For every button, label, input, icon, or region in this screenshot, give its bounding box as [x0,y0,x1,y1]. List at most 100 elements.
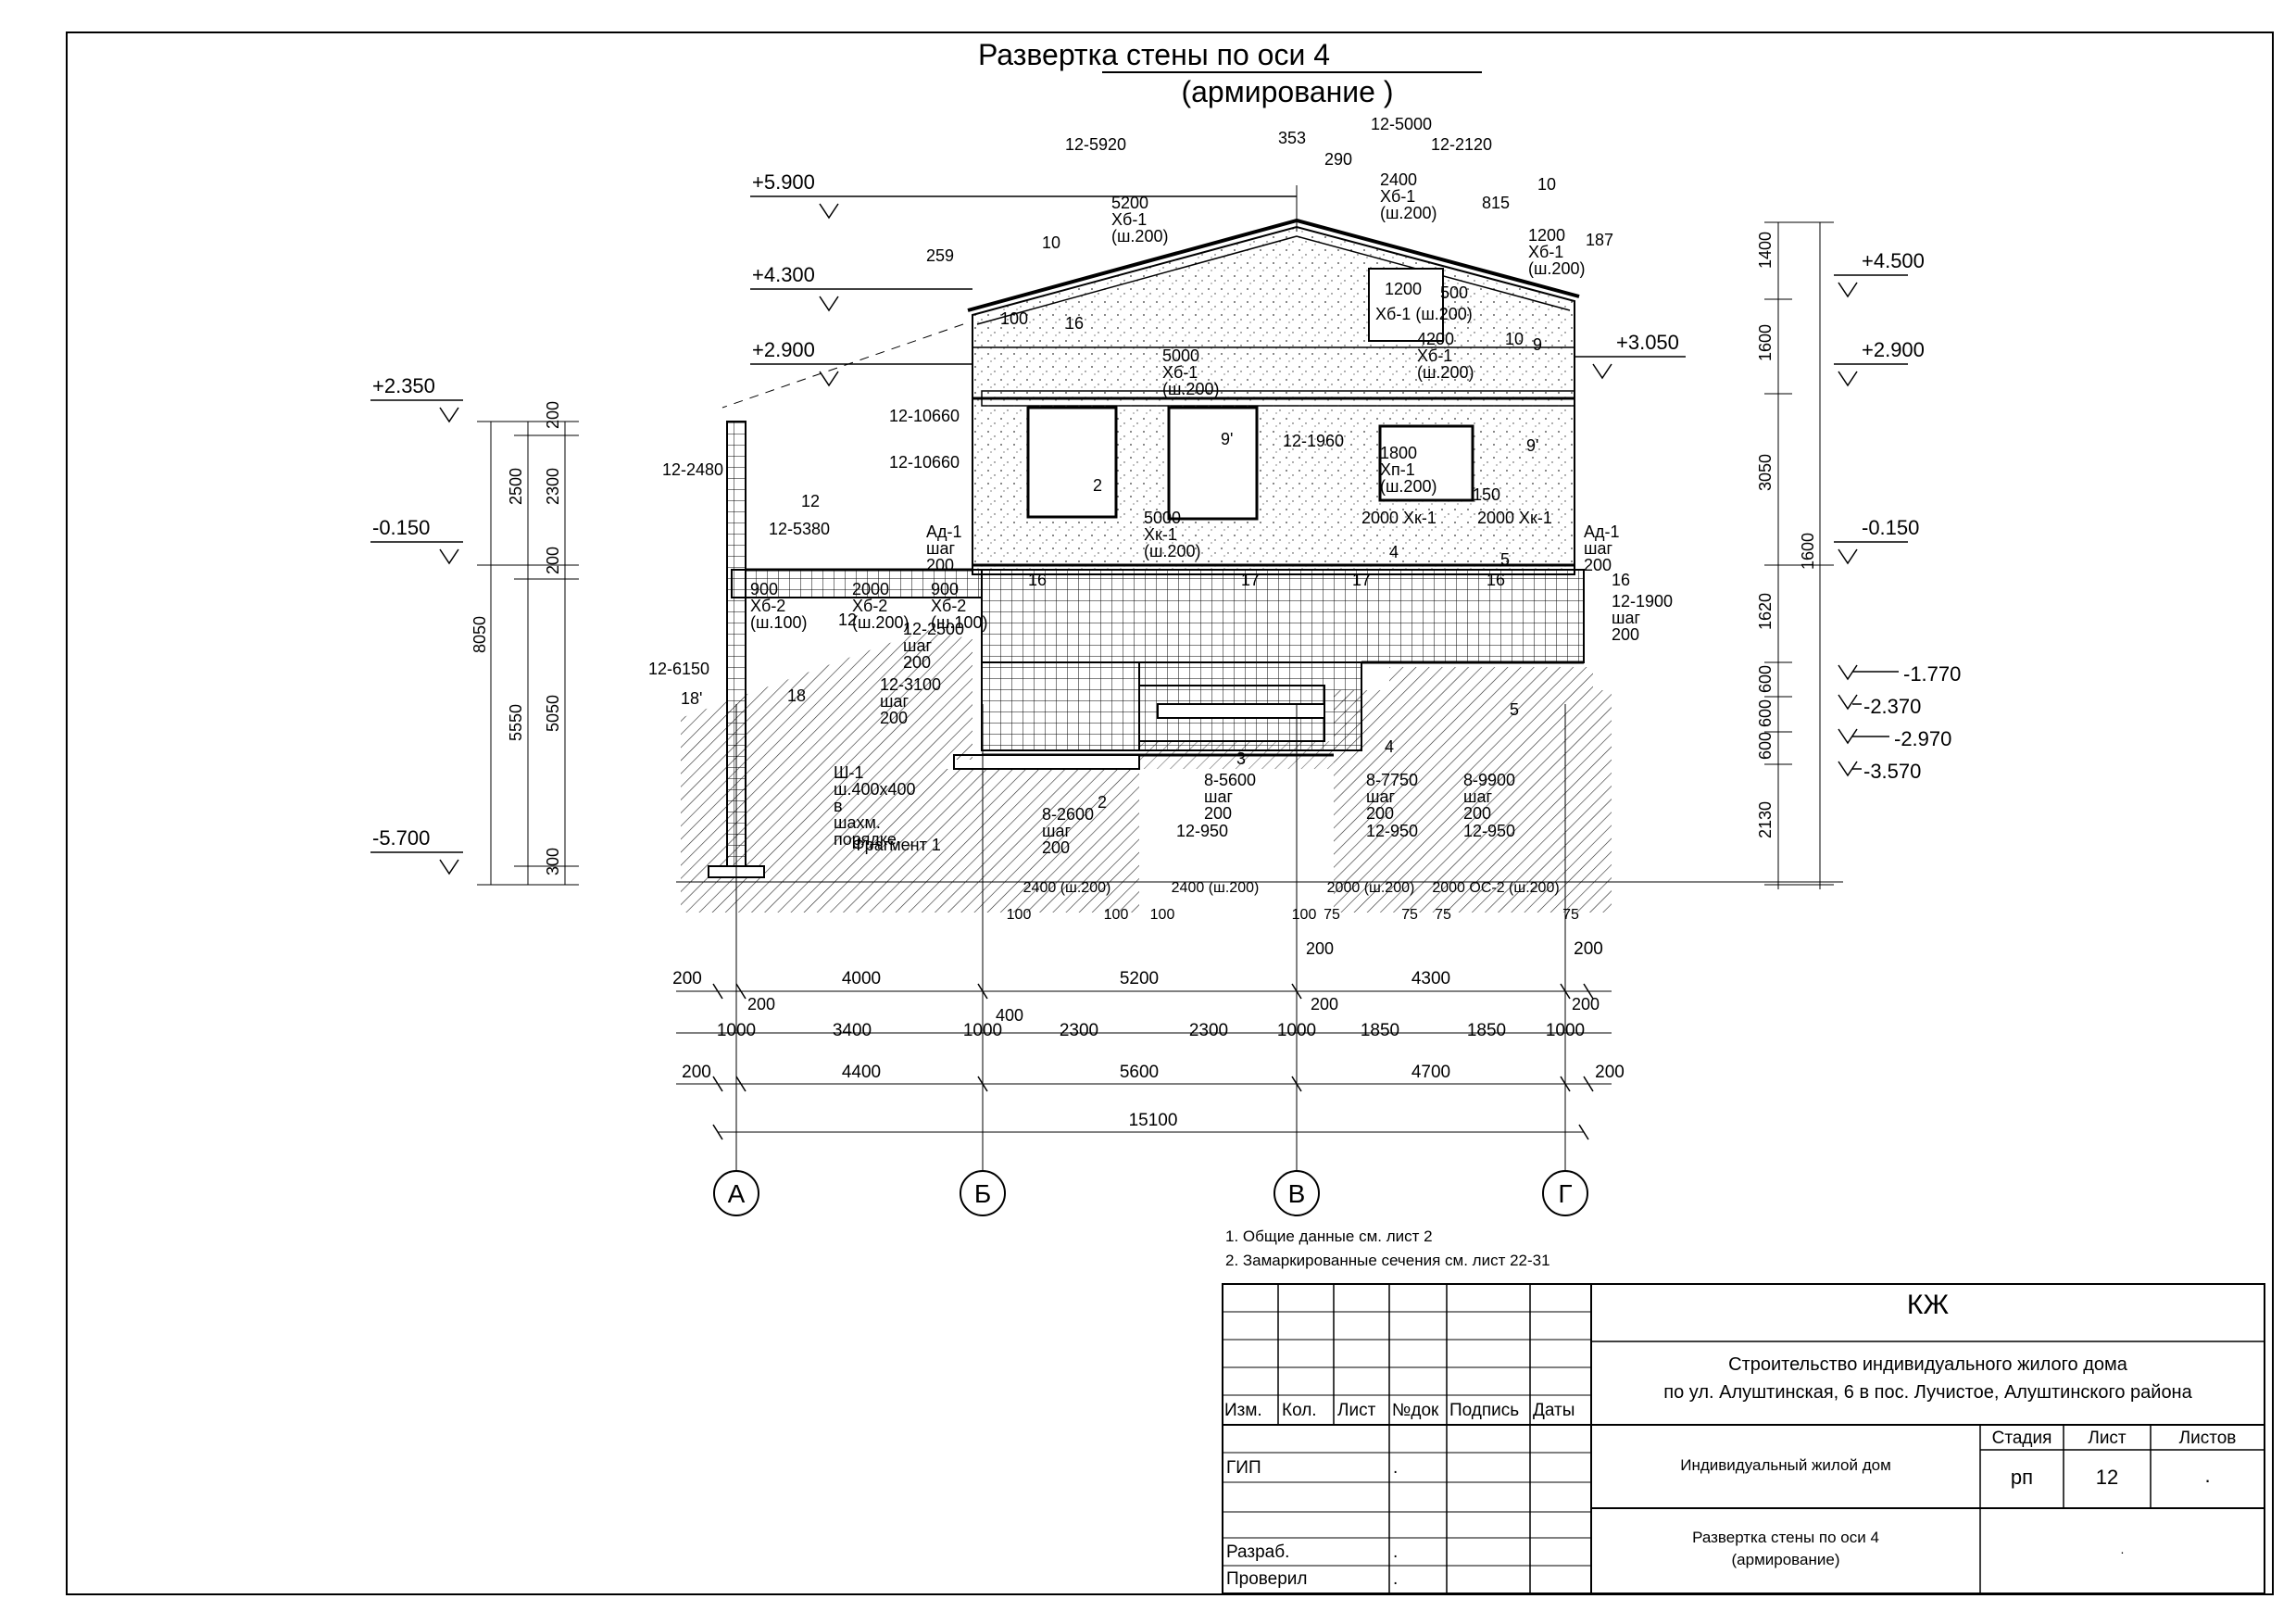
d1-2: 4000 [842,969,881,988]
small-4: 100 [1292,907,1317,923]
upper-wall [721,185,1580,409]
dx-5: 200 [1572,995,1600,1013]
rv-8: 2130 [1756,801,1775,838]
callout-label: 2000 Хк-1 [1477,509,1552,527]
callout-label: 16 [1065,314,1084,333]
callout-label: 3 [1236,749,1246,768]
callout-label: 12-5920 [1065,135,1126,154]
stamp-code: КЖ [1906,1290,1950,1320]
small-5: 75 [1324,907,1340,923]
level-left-1: +2.350 [372,374,435,397]
stamp-stage: рп [2010,1466,2034,1489]
lv1-2: 5550 [507,704,525,741]
level-right-1: +4.500 [1862,249,1925,272]
callout-label: 5 [1500,550,1510,569]
role-razrab-name: . [1393,1542,1399,1562]
callout-label: 18' [681,689,702,708]
callout-label: 5 [1510,700,1519,719]
callout-label: 10 [1537,175,1556,194]
callout-label: 2 [1093,476,1102,495]
dx-2: 400 [996,1006,1023,1025]
d1-4: 4300 [1411,969,1450,988]
d3-2: 4400 [842,1063,881,1082]
stamp-stage-hdr: Стадия [1991,1429,2052,1448]
title-line1: Развертка стены по оси 4 [978,38,1330,71]
levels-left: +2.350 -0.150 -5.700 [370,374,463,875]
rv-4: 1620 [1756,593,1775,630]
note-1: 1. Общие данные см. лист 2 [1225,1227,1433,1245]
callout-label: 12-6150 [648,660,709,678]
d2-4: 2300 [1060,1021,1098,1040]
axis-bubbles: А Б В Г [713,1170,1588,1216]
hdr-sign: Подпись [1449,1401,1520,1420]
lv2-4: 5050 [544,695,562,732]
callout-label: 187 [1586,231,1613,249]
rv-3: 3050 [1756,454,1775,491]
soil-hatch [681,630,1612,913]
callout-label: 17 [1241,571,1260,589]
callout-label: 353 [1278,129,1306,147]
hdr-kol: Кол. [1282,1401,1317,1420]
d1-3: 5200 [1120,969,1159,988]
stamp-sheet: 12 [2095,1466,2119,1489]
span-3: 2000 (ш.200) [1327,880,1415,896]
d2-8: 1850 [1467,1021,1506,1040]
level-center-3: +2.900 [752,338,815,361]
middle-wall [972,397,1575,575]
callout-label: 12-950 [1176,822,1228,840]
stamp-project-2: по ул. Алуштинская, 6 в пос. Лучистое, А… [1663,1382,2192,1403]
level-right-4: -1.770 [1903,662,1961,686]
span-1: 2400 (ш.200) [1023,880,1111,896]
dx-4: 200 [1306,939,1334,958]
d-total: 15100 [1129,1111,1178,1130]
d3-4: 4700 [1411,1063,1450,1082]
callout-label: 12-5000 [1371,115,1432,133]
lv1-1: 2500 [507,468,525,505]
axis-label-b: Б [974,1179,991,1208]
small-3: 100 [1150,907,1175,923]
callout-label: 150 [1473,485,1500,504]
span-2: 2400 (ш.200) [1172,880,1260,896]
d1-5: 200 [1574,939,1603,959]
callout-label: 2 [1098,793,1107,812]
d2-9: 1000 [1546,1021,1585,1040]
callout-label: 259 [926,246,954,265]
d2-6: 1000 [1277,1021,1316,1040]
dx-1: 200 [747,995,775,1013]
callout-label: 12-5380 [769,520,830,538]
small-8: 75 [1562,907,1579,923]
rv-7: 600 [1756,732,1775,760]
d3-1: 200 [682,1063,711,1082]
small-7: 75 [1435,907,1451,923]
level-right-3: -0.150 [1862,516,1919,539]
role-gip: ГИП [1226,1458,1261,1478]
d2-2: 3400 [833,1021,872,1040]
axis-label-g: Г [1558,1179,1572,1208]
d2-3: 1000 [963,1021,1002,1040]
right-dims: 1400 1600 3050 1620 600 600 600 2130 160… [1756,221,1834,889]
callout-label: 16 [1612,571,1630,589]
callout-label: 9 [1533,335,1542,354]
lv2-2: 2300 [544,468,562,505]
title-line2: (армирование ) [1181,75,1393,108]
callout-label: 16 [1028,571,1047,589]
left-dims: 8050 2500 5550 200 2300 200 5050 300 [470,401,579,886]
hdr-list: Лист [1337,1401,1376,1420]
lv2-1: 200 [544,401,562,429]
callout-label: 4 [1389,543,1399,561]
lv2-3: 200 [544,547,562,574]
